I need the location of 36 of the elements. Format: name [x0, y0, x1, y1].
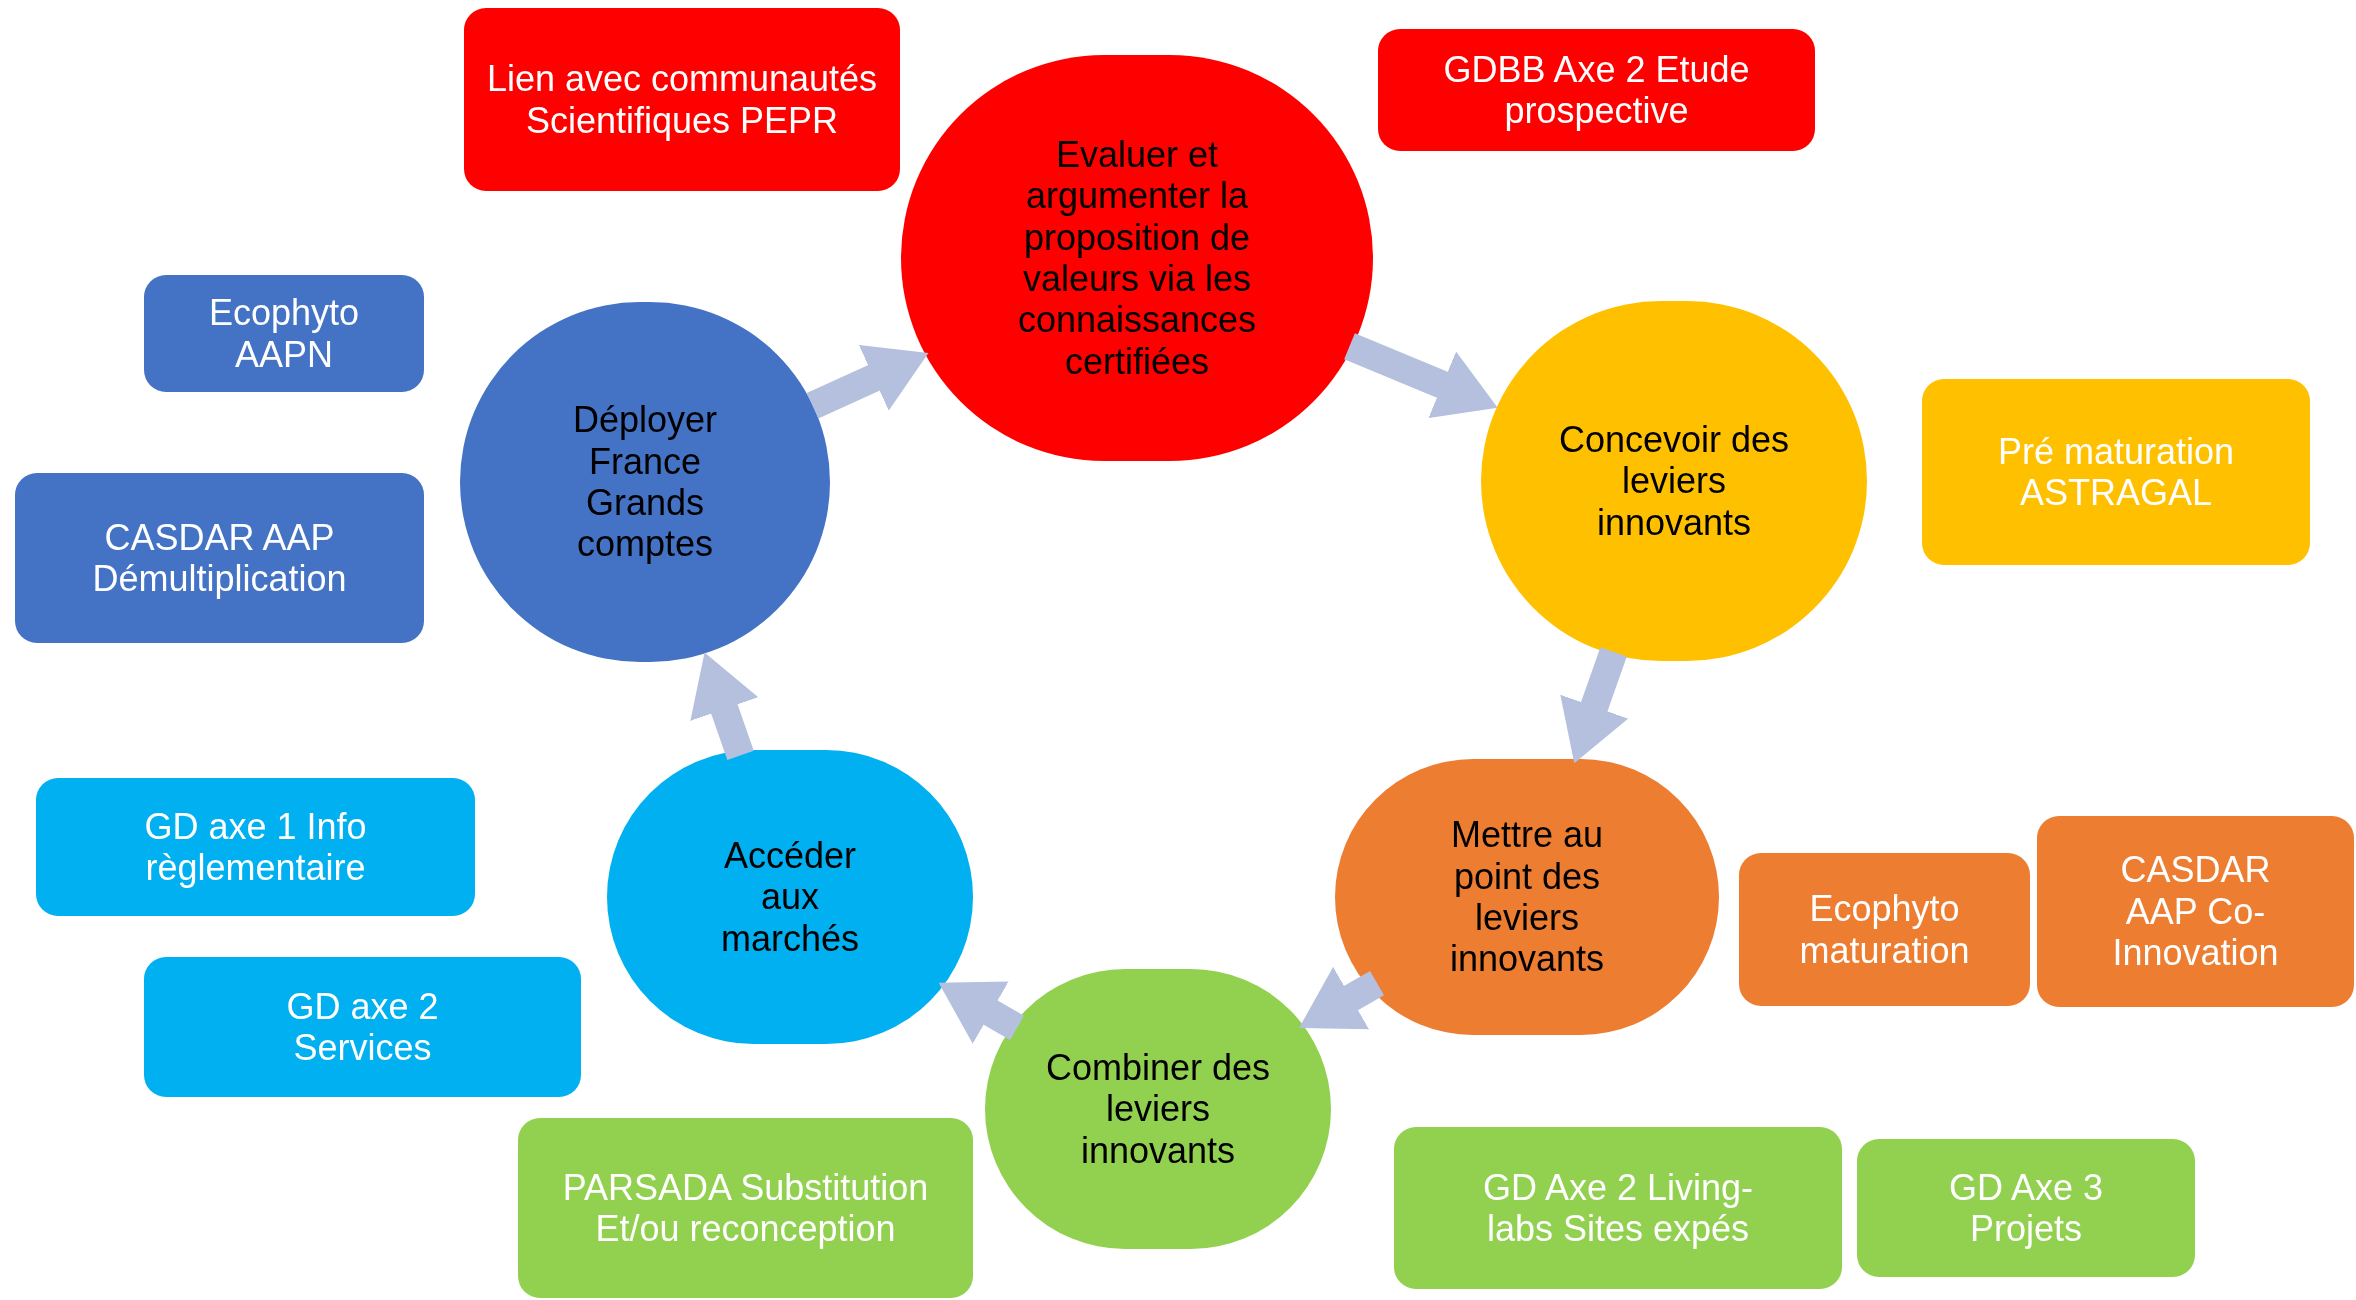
- step-label: Déployer France Grands comptes: [571, 399, 719, 565]
- program-box: [1922, 379, 2310, 565]
- step-label: Accéder aux marchés: [719, 834, 860, 960]
- program-label: GD axe 2 Services: [285, 985, 440, 1069]
- program-label: GDBB Axe 2 Etude prospective: [1442, 48, 1751, 132]
- program-label: CASDAR AAP Co-Innovation: [2111, 849, 2280, 974]
- program-box: [144, 275, 424, 392]
- block-arrow: [806, 345, 929, 419]
- program-label: Ecophyto AAPN: [207, 292, 361, 375]
- program-box: [518, 1118, 973, 1298]
- program-label: GD Axe 2 Living-labs Sites expés: [1481, 1166, 1755, 1250]
- step-label: Concevoir des leviers innovants: [1557, 418, 1791, 544]
- step-label: Evaluer et argumenter la proposition de valeurs via les connaissances certifiées: [1016, 133, 1258, 383]
- program-label: Ecophyto maturation: [1798, 888, 1971, 971]
- program-label: Pré maturation ASTRAGAL: [1996, 430, 2236, 514]
- block-arrow: [1560, 647, 1629, 764]
- step-label: Mettre au point des leviers innovants: [1448, 814, 1606, 980]
- block-arrow: [690, 652, 759, 761]
- block-arrow: [1344, 333, 1498, 418]
- program-box: [1378, 29, 1815, 151]
- program-box: [464, 8, 900, 191]
- program-box: [15, 473, 424, 643]
- program-box: [1394, 1127, 1842, 1289]
- program-box: [36, 778, 475, 916]
- program-box: [1857, 1139, 2195, 1277]
- program-box: [2037, 816, 2354, 1007]
- program-box: [1739, 853, 2030, 1006]
- block-arrow: [1299, 966, 1385, 1030]
- program-label: GD Axe 3 Projets: [1947, 1166, 2105, 1250]
- program-box: [144, 957, 581, 1097]
- block-arrow: [938, 981, 1025, 1044]
- step-label: Combiner des leviers innovants: [1044, 1046, 1272, 1172]
- program-label: PARSADA Substitution Et/ou reconception: [561, 1166, 930, 1250]
- program-label: Lien avec communautés Scientifiques PEPR: [485, 58, 879, 141]
- program-label: GD axe 1 Info règlementaire: [143, 805, 368, 889]
- program-label: CASDAR AAP Démultiplication: [91, 516, 348, 600]
